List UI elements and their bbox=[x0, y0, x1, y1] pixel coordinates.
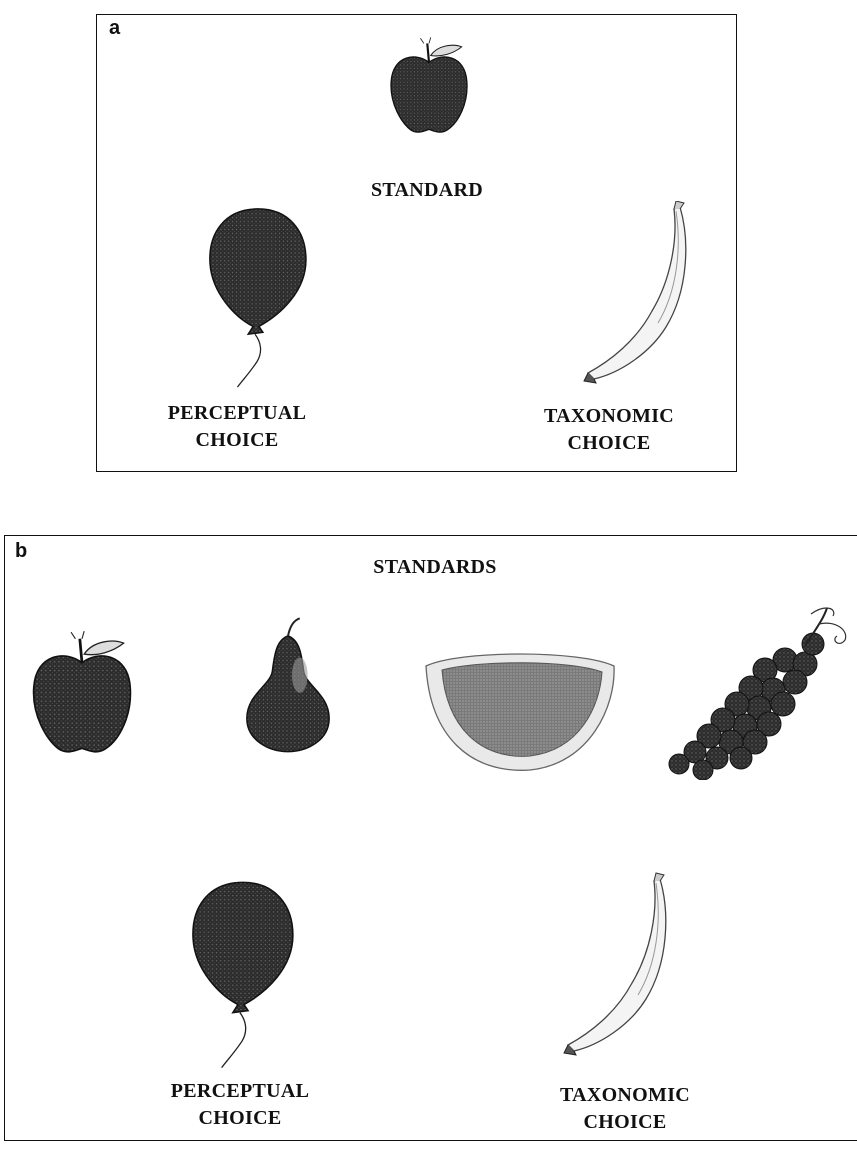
apple-image bbox=[27, 630, 137, 756]
taxonomic-choice-label: TAXONOMIC CHOICE bbox=[520, 1082, 730, 1136]
pear-image bbox=[239, 616, 337, 754]
panel-a: a STANDARD PERCEPTUAL CHOICE TAXONOMIC C… bbox=[96, 14, 737, 472]
standards-label: STANDARDS bbox=[305, 554, 565, 581]
perceptual-choice-label: PERCEPTUAL CHOICE bbox=[125, 1078, 355, 1132]
balloon-image bbox=[187, 876, 299, 1074]
banana-image bbox=[580, 201, 700, 391]
standard-label: STANDARD bbox=[327, 177, 527, 204]
perceptual-choice-label: PERCEPTUAL CHOICE bbox=[127, 400, 347, 454]
balloon-image bbox=[203, 205, 313, 391]
grapes-image bbox=[655, 600, 855, 780]
panel-b-letter: b bbox=[15, 540, 27, 563]
panel-b: b STANDARDS PERCEPTUAL CHOICE TAXONOMIC … bbox=[4, 535, 857, 1141]
taxonomic-choice-label: TAXONOMIC CHOICE bbox=[509, 403, 709, 457]
banana-image bbox=[560, 872, 680, 1064]
apple-standard-image bbox=[386, 35, 472, 137]
watermelon-slice-image bbox=[419, 646, 621, 776]
panel-a-letter: a bbox=[109, 17, 120, 40]
